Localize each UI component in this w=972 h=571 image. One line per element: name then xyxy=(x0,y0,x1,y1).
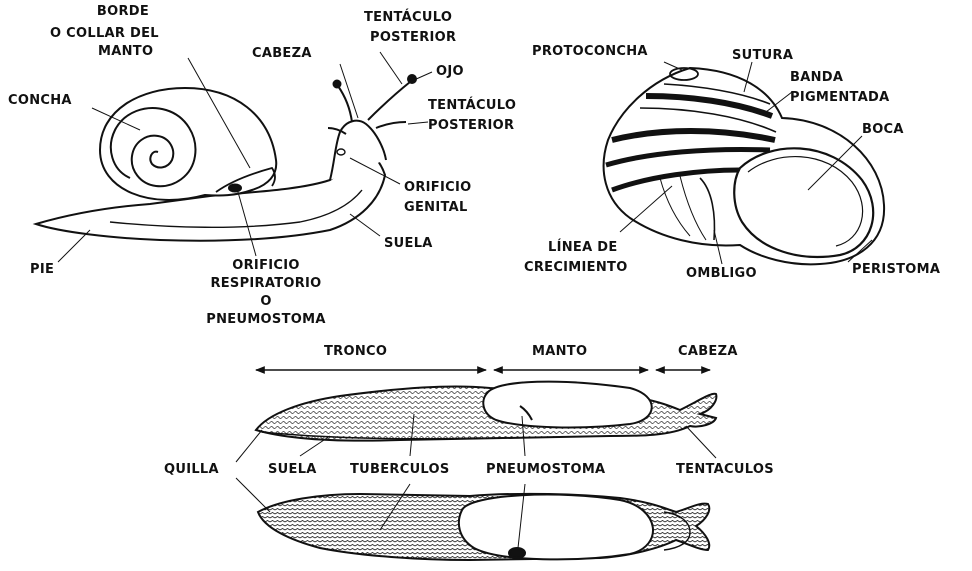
label-banda: BANDA xyxy=(790,70,843,86)
snail-drawing xyxy=(36,75,416,241)
label-tentaculo-inferior: TENTÁCULO xyxy=(428,98,516,114)
slug-top-pneumostoma xyxy=(509,548,525,558)
snail-shell-outline xyxy=(100,88,276,200)
label-ombligo: OMBLIGO xyxy=(686,266,757,282)
label-borde: BORDE xyxy=(78,4,168,20)
snail-eye-right xyxy=(408,75,416,83)
label-tuberculos: TUBERCULOS xyxy=(350,462,450,478)
label-posterior-inferior: POSTERIOR xyxy=(428,118,514,134)
label-concha: CONCHA xyxy=(8,93,72,109)
label-ojo: OJO xyxy=(436,64,464,80)
label-tentaculo-superior: TENTÁCULO xyxy=(364,10,452,26)
label-cabeza: CABEZA xyxy=(252,46,312,62)
label-orificio-respiratorio-4: PNEUMOSTOMA xyxy=(196,312,336,328)
label-pneumostoma-slug: PNEUMOSTOMA xyxy=(486,462,605,478)
label-peristoma: PERISTOMA xyxy=(852,262,940,278)
snail-eye-left xyxy=(334,81,341,88)
label-orificio-respiratorio-3: O xyxy=(196,294,336,310)
label-quilla: QUILLA xyxy=(164,462,219,478)
label-collar: O COLLAR DEL xyxy=(50,26,159,42)
label-linea-de: LÍNEA DE xyxy=(548,240,618,256)
snail-pneumostoma xyxy=(229,185,241,192)
label-crecimiento: CRECIMIENTO xyxy=(524,260,628,276)
label-posterior-superior: POSTERIOR xyxy=(370,30,456,46)
slug-side-mantle xyxy=(483,382,651,428)
snail-upper-tentacle-left xyxy=(338,86,352,122)
label-suela-slug: SUELA xyxy=(268,462,317,478)
slug-side-view xyxy=(256,382,716,441)
label-boca: BOCA xyxy=(862,122,904,138)
slug-top-mantle xyxy=(459,495,653,560)
label-tentaculos: TENTACULOS xyxy=(676,462,774,478)
label-protoconcha: PROTOCONCHA xyxy=(532,44,648,60)
label-pigmentada: PIGMENTADA xyxy=(790,90,890,106)
label-orificio-respiratorio-2: RESPIRATORIO xyxy=(196,276,336,292)
slug-top-view xyxy=(258,494,709,560)
label-manto: MANTO xyxy=(98,44,153,60)
label-suela-snail: SUELA xyxy=(384,236,433,252)
label-orificio-genital-2: GENITAL xyxy=(404,200,468,216)
label-orificio-genital-1: ORIFICIO xyxy=(404,180,471,196)
label-pie: PIE xyxy=(30,262,54,278)
label-manto-slug: MANTO xyxy=(532,344,587,360)
label-tronco: TRONCO xyxy=(324,344,387,360)
label-orificio-respiratorio-1: ORIFICIO xyxy=(196,258,336,274)
label-sutura: SUTURA xyxy=(732,48,793,64)
label-cabeza-slug: CABEZA xyxy=(678,344,738,360)
snail-upper-tentacle-right xyxy=(368,82,410,120)
snail-lower-tentacle-right xyxy=(376,122,406,128)
